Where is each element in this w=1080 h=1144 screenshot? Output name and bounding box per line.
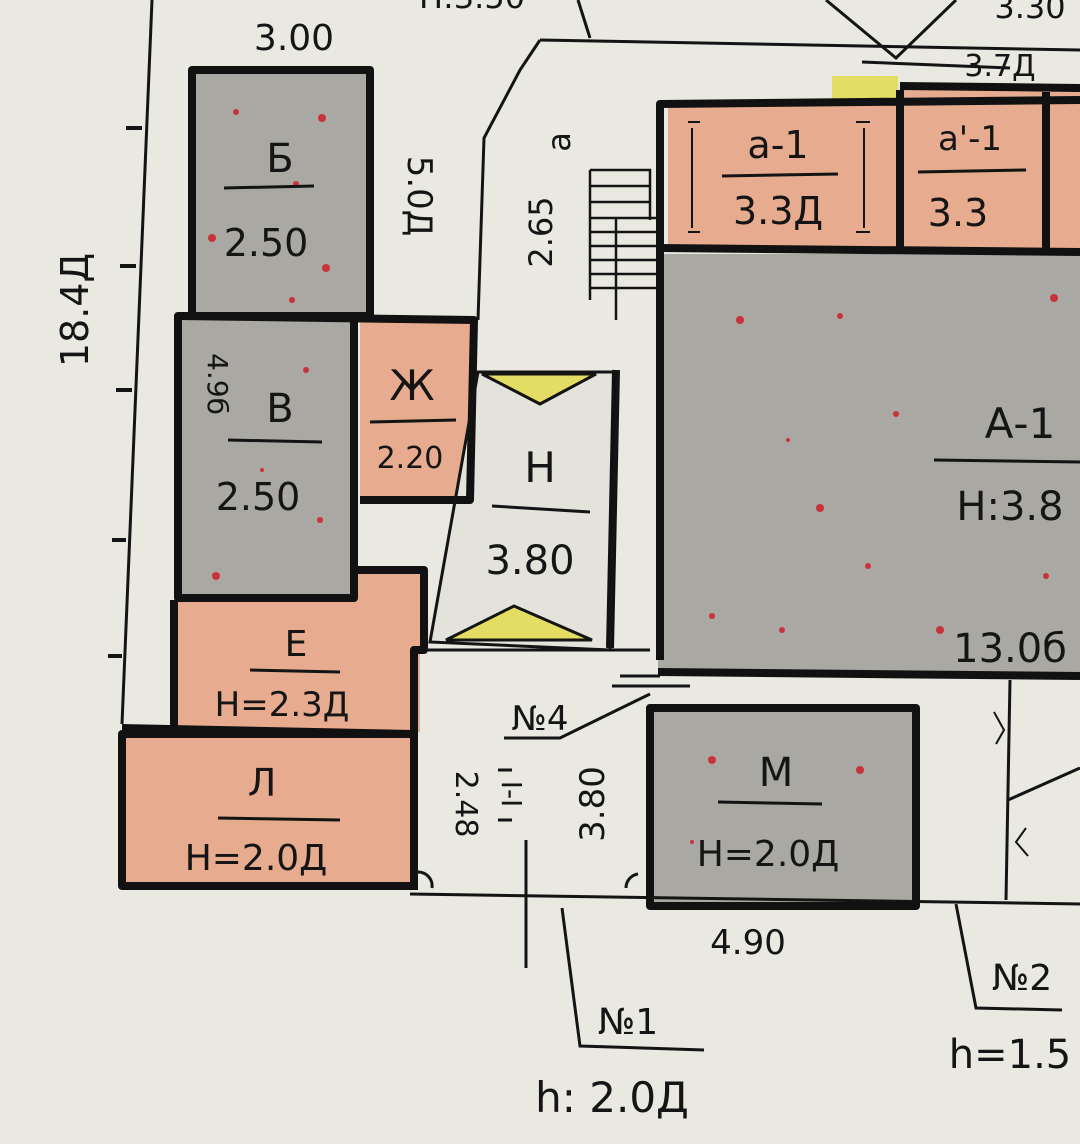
room-e-fill [174, 572, 420, 732]
room-zh-height: 2.20 [377, 441, 444, 476]
room-l-fill [122, 734, 412, 888]
thin-lines [120, 0, 1080, 1052]
room-v-height: 2.50 [216, 475, 301, 519]
tick-marks [108, 126, 142, 658]
room-a1-small-height: 3.3 [928, 191, 988, 235]
yellow-triangle-bottom [446, 606, 592, 640]
room-a-1-height: 3.3Д [733, 189, 823, 233]
room-a-1-letter: а-1 [747, 123, 808, 167]
dim-stair-length: 2.65 [522, 196, 560, 267]
dim-b-length: 5.0Д [399, 156, 439, 237]
entrance-1-height: h: 2.0Д [535, 1073, 689, 1122]
dim-top-cut: Н:3.50 [419, 0, 525, 16]
yellow-strip [832, 76, 898, 102]
room-a1-height: Н:3.8 [956, 484, 1063, 530]
room-a1-length: 13.0б [953, 626, 1067, 672]
room-a1-small-letter: а'-1 [938, 119, 1002, 159]
dim-passage-length: 2.48 [448, 771, 483, 838]
dim-m-width: 4.90 [710, 923, 786, 963]
room-b-fill [192, 70, 370, 316]
room-l-wall [118, 730, 418, 890]
room-v-wall [174, 312, 358, 602]
room-e-height: Н=2.3Д [215, 685, 350, 725]
room-m-fill [652, 710, 916, 906]
room-edge-fill [1050, 90, 1080, 250]
room-b-letter: Б [266, 136, 293, 182]
room-n-height: 3.80 [485, 538, 574, 584]
dim-v-length: 4.9б [201, 353, 234, 415]
room-a1-fill [658, 254, 1080, 672]
room-m-letter: М [759, 750, 794, 796]
dim-top-width: 3.00 [254, 18, 334, 59]
dim-stair-mark: а [540, 132, 578, 152]
dim-right-top-2: 3.7Д [964, 49, 1035, 84]
dim-passage-label: I-I [495, 781, 528, 808]
room-fills [122, 70, 1080, 906]
red-speckles [208, 109, 1058, 844]
entrance-2-label: №2 [992, 958, 1052, 999]
corridor-n-outline [428, 370, 620, 652]
entrance-4-label: №4 [512, 699, 569, 739]
staircase [588, 168, 660, 320]
room-zh-letter: Ж [389, 361, 434, 410]
room-m-height: Н=2.0Д [697, 834, 840, 875]
decor-lines [688, 121, 1029, 857]
room-m-wall [646, 704, 920, 910]
room-e-letter: Е [285, 624, 308, 665]
room-l-letter: Л [248, 761, 277, 805]
room-n-letter: Н [524, 443, 556, 492]
room-v-letter: В [266, 386, 293, 432]
entrance-labels: №1 h: 2.0Д №2 h=1.5 №4 [512, 699, 1072, 1122]
dimension-labels: 3.00 Н:3.50 3.30 3.7Д 18.4Д 5.0Д 4.9б 2.… [53, 0, 1066, 963]
room-a1-small-fill [904, 86, 1046, 248]
entrance-2-height: h=1.5 [949, 1032, 1071, 1078]
room-b-height: 2.50 [224, 221, 309, 265]
dim-corridor-length: 3.80 [573, 766, 613, 842]
room-zh-fill [360, 322, 472, 500]
room-labels: Б 2.50 В 2.50 Ж 2.20 Н 3.80 Е Н=2.3Д Л Н… [185, 119, 1080, 879]
corridor-n-shape [430, 372, 618, 650]
dim-left-total: 18.4Д [53, 253, 97, 367]
entrance-1-label: №1 [598, 1002, 658, 1043]
dim-right-top: 3.30 [994, 0, 1065, 26]
room-a1-letter: А-1 [985, 399, 1056, 448]
room-l-height: Н=2.0Д [185, 838, 328, 879]
room-v-fill [178, 320, 354, 596]
yellow-triangle-top [482, 374, 596, 404]
